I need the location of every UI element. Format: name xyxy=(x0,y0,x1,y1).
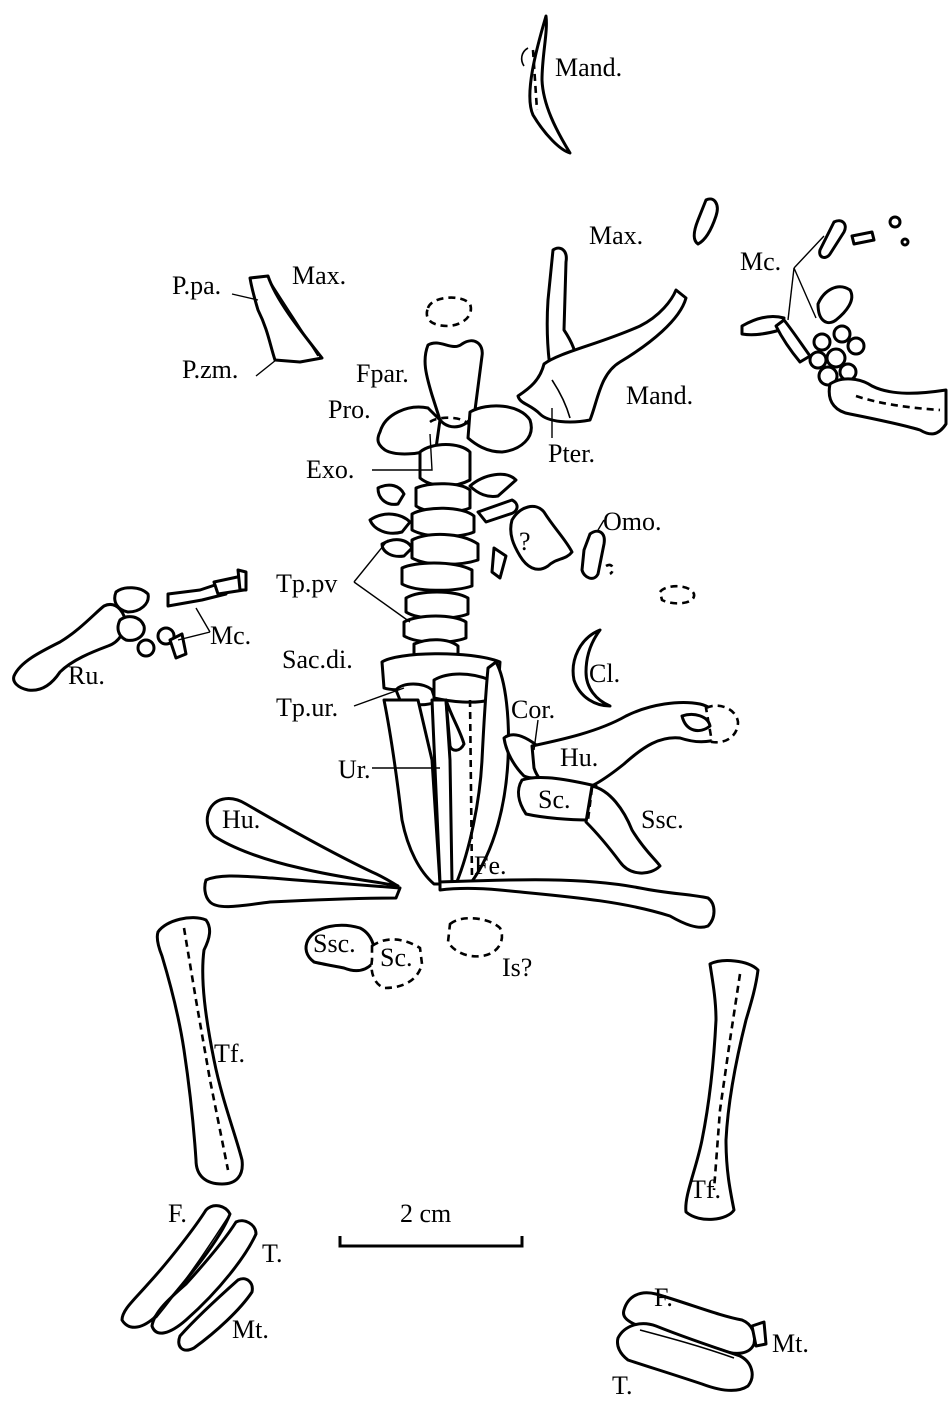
scale-bar-label: 2 cm xyxy=(400,1199,451,1228)
label-exo: Exo. xyxy=(306,455,354,484)
pelvis-urostyle xyxy=(382,654,509,884)
label-hu-left: Hu. xyxy=(222,805,260,834)
mandible-top xyxy=(522,16,570,153)
label-p-pa: P.pa. xyxy=(172,271,221,300)
label-question: ? xyxy=(519,527,531,556)
label-omo: Omo. xyxy=(603,507,662,536)
label-sc-right: Sc. xyxy=(538,785,571,814)
label-max-right: Max. xyxy=(589,221,643,250)
label-f-left: F. xyxy=(168,1199,187,1228)
label-ur: Ur. xyxy=(338,755,371,784)
label-pro: Pro. xyxy=(328,395,371,424)
label-fe: Fe. xyxy=(474,851,507,880)
label-fpar: Fpar. xyxy=(356,359,409,388)
label-tp-ur: Tp.ur. xyxy=(276,693,338,722)
label-mand-top: Mand. xyxy=(555,53,622,82)
label-tp-pv: Tp.pv xyxy=(276,569,337,598)
label-sac-di: Sac.di. xyxy=(282,645,353,674)
label-ru: Ru. xyxy=(68,661,105,690)
ischium xyxy=(448,918,502,956)
label-tf-right: Tf. xyxy=(690,1175,721,1204)
label-max-left: Max. xyxy=(292,261,346,290)
label-cl: Cl. xyxy=(589,659,620,688)
label-sc-lower: Sc. xyxy=(380,943,413,972)
scale-bar: 2 cm xyxy=(340,1199,522,1246)
label-hu-right: Hu. xyxy=(560,743,598,772)
vertebral-column xyxy=(370,445,517,663)
label-mt-left: Mt. xyxy=(232,1315,269,1344)
label-is: Is? xyxy=(502,953,532,982)
label-ssc-lower: Ssc. xyxy=(313,929,356,958)
label-p-zm: P.zm. xyxy=(182,355,238,384)
label-cor: Cor. xyxy=(511,695,555,724)
label-mc-left: Mc. xyxy=(210,621,251,650)
prootic-right xyxy=(468,406,531,452)
label-ssc-right: Ssc. xyxy=(641,805,684,834)
label-tf-left: Tf. xyxy=(214,1039,245,1068)
label-f-right: F. xyxy=(654,1283,673,1312)
label-mc-right: Mc. xyxy=(740,247,781,276)
foot-right xyxy=(617,1293,766,1391)
label-mt-right: Mt. xyxy=(772,1329,809,1358)
label-t-right: T. xyxy=(612,1371,632,1400)
label-t-left: T. xyxy=(262,1239,282,1268)
label-pter: Pter. xyxy=(548,439,595,468)
label-mand-right: Mand. xyxy=(626,381,693,410)
